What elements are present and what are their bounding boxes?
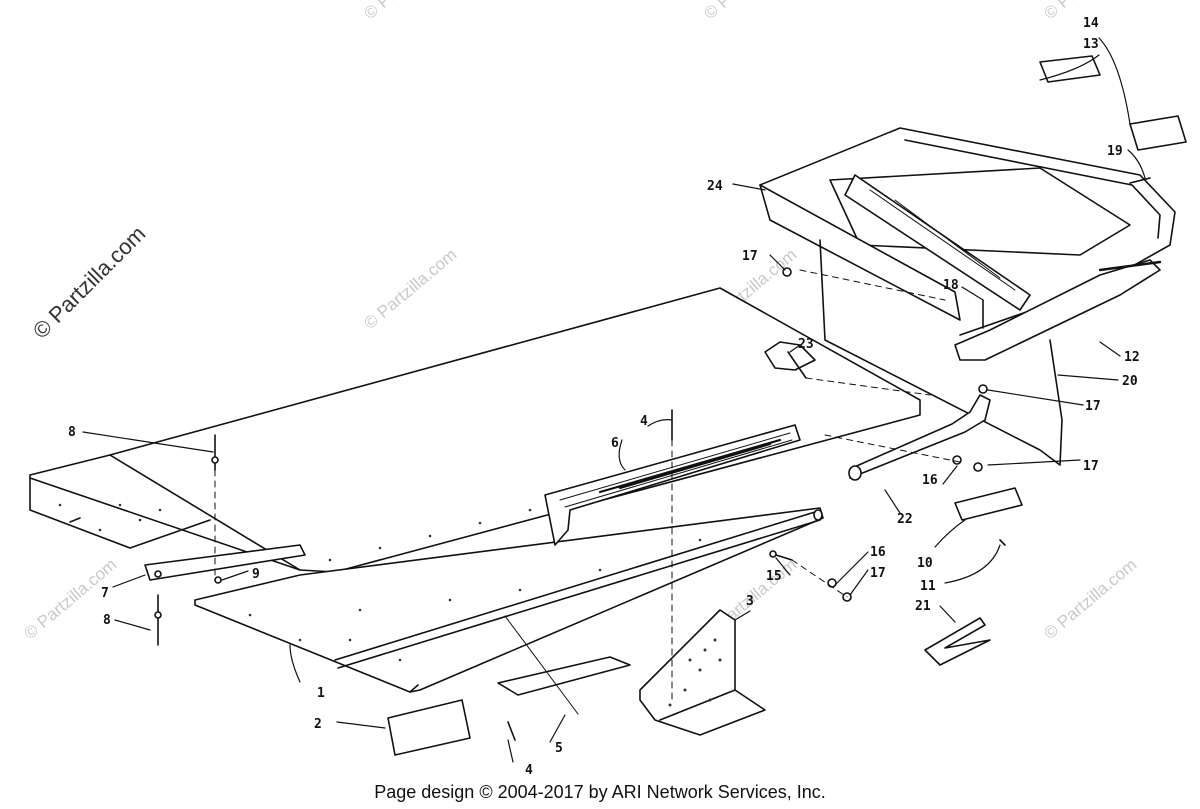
- callout-10: 10: [917, 556, 933, 571]
- callout-17: 17: [742, 249, 758, 264]
- part-1-pan: [29, 287, 921, 693]
- callout-16: 16: [922, 473, 938, 488]
- rear-rack-assembly: [759, 127, 1176, 466]
- part-2-plate: [387, 699, 471, 756]
- part-22-tube: [848, 394, 991, 481]
- watermark: © Partzilla.com: [1040, 555, 1140, 643]
- parts-13-14-decals: [1039, 55, 1187, 151]
- callout-2: 2: [314, 717, 322, 732]
- callout-17: 17: [870, 566, 886, 581]
- part-7-bracket: [144, 544, 306, 581]
- callout-1: 1: [317, 686, 325, 701]
- leader-lines: [82, 37, 1146, 763]
- callout-11: 11: [920, 579, 936, 594]
- callout-17: 17: [1083, 459, 1099, 474]
- callout-24: 24: [707, 179, 723, 194]
- callout-9: 9: [252, 567, 260, 582]
- watermark-main: © Partzilla.com: [28, 221, 151, 344]
- callout-18: 18: [943, 278, 959, 293]
- part-3-bracket: [639, 609, 766, 736]
- callout-15: 15: [766, 569, 782, 584]
- callout-16: 16: [870, 545, 886, 560]
- callout-5: 5: [555, 741, 563, 756]
- callout-23: 23: [798, 337, 814, 352]
- callout-20: 20: [1122, 374, 1138, 389]
- alignment-lines: [214, 269, 961, 701]
- watermark: © Partzilla.com: [700, 0, 800, 23]
- callout-6: 6: [611, 436, 619, 451]
- callout-13: 13: [1083, 37, 1099, 52]
- part-10-reflector: [954, 487, 1023, 521]
- part-21-emblem: [924, 617, 991, 666]
- callout-12: 12: [1124, 350, 1140, 365]
- callout-numbers: 1 2 3 4 4 5 6 7 8 8 9 10 11 12 13 14 15 …: [68, 16, 1140, 778]
- callout-21: 21: [915, 599, 931, 614]
- watermark: © Partzilla.com: [360, 0, 460, 23]
- callout-4: 4: [640, 414, 648, 429]
- callout-7: 7: [101, 586, 109, 601]
- footer-copyright: Page design © 2004-2017 by ARI Network S…: [374, 782, 826, 802]
- callout-8: 8: [103, 613, 111, 628]
- part-5-pad: [497, 615, 631, 715]
- callout-19: 19: [1107, 144, 1123, 159]
- watermark: © Partzilla.com: [360, 245, 460, 333]
- callout-4: 4: [525, 763, 533, 778]
- part-6-trim: [544, 424, 801, 546]
- callout-8: 8: [68, 425, 76, 440]
- callout-17: 17: [1085, 399, 1101, 414]
- callout-14: 14: [1083, 16, 1099, 31]
- callout-3: 3: [746, 594, 754, 609]
- fasteners: [154, 177, 1151, 741]
- callout-22: 22: [897, 512, 913, 527]
